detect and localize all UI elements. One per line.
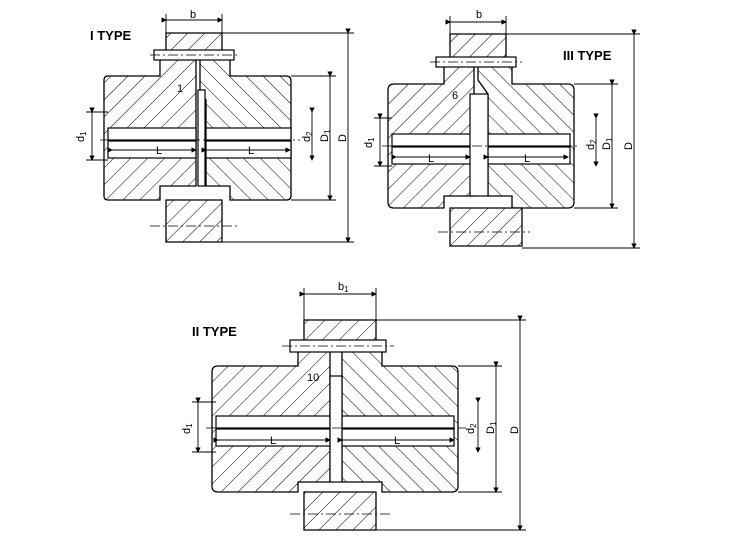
type-1-b-label: b — [190, 9, 196, 21]
type-1-left-bore-upper — [107, 127, 197, 141]
type-3-b-label: b — [476, 9, 482, 21]
type-2-L-left: L — [270, 435, 276, 447]
type-3-bottom-flange — [449, 207, 523, 247]
type-2-title: II TYPE — [192, 324, 237, 339]
type-2-b1-label: b1 — [338, 281, 349, 294]
type-3-gap-label: 6 — [452, 90, 458, 102]
type-3-D1-label: D1 — [601, 137, 614, 150]
type-3-L-left: L — [428, 153, 434, 165]
type-1-d2-label: d2 — [301, 131, 314, 142]
type-3-drawing: III TYPE b 6 d1 d2 D1 D L — [363, 9, 640, 249]
type-1-right-bore-upper — [205, 127, 292, 141]
type-2-D-label: D — [509, 426, 521, 434]
type-1-gap-label: 1 — [177, 83, 183, 95]
type-3-L-right: L — [524, 153, 530, 165]
type-2-d2-label: d2 — [465, 423, 478, 434]
type-2-L-right: L — [394, 435, 400, 447]
type-1-L-left: L — [156, 145, 162, 157]
type-3-D-label: D — [623, 142, 635, 150]
type-3-d2-label: d2 — [585, 139, 598, 150]
type-1-d1-label: d1 — [75, 131, 88, 142]
type-1-left-bore — [107, 140, 197, 159]
type-3-left-bore-upper — [391, 133, 475, 147]
type-2-left-bore-upper — [215, 415, 331, 429]
type-1-title: I TYPE — [90, 28, 132, 43]
type-3-slot — [469, 93, 489, 197]
type-1-slot — [197, 89, 206, 187]
type-2-D1-label: D1 — [485, 421, 498, 434]
type-1-bottom-flange — [165, 199, 223, 243]
type-2-right-bore-upper — [341, 415, 455, 429]
type-1-D1-label: D1 — [319, 129, 332, 142]
type-1-L-right: L — [248, 145, 254, 157]
type-2-d1-label: d1 — [181, 423, 194, 434]
type-1-D-label: D — [337, 134, 349, 142]
type-2-gap-label: 10 — [307, 372, 319, 384]
type-2-spacer — [329, 375, 343, 483]
type-2-bottom-flange — [303, 491, 377, 531]
type-3-d1-label: d1 — [363, 137, 376, 148]
type-3-right-bore-upper — [487, 133, 571, 147]
type-2-drawing: II TYPE b1 10 d1 d2 D1 D L — [181, 281, 526, 531]
type-3-title: III TYPE — [563, 48, 612, 63]
type-1-drawing: I TYPE b 1 d1 d2 D1 — [75, 9, 354, 243]
